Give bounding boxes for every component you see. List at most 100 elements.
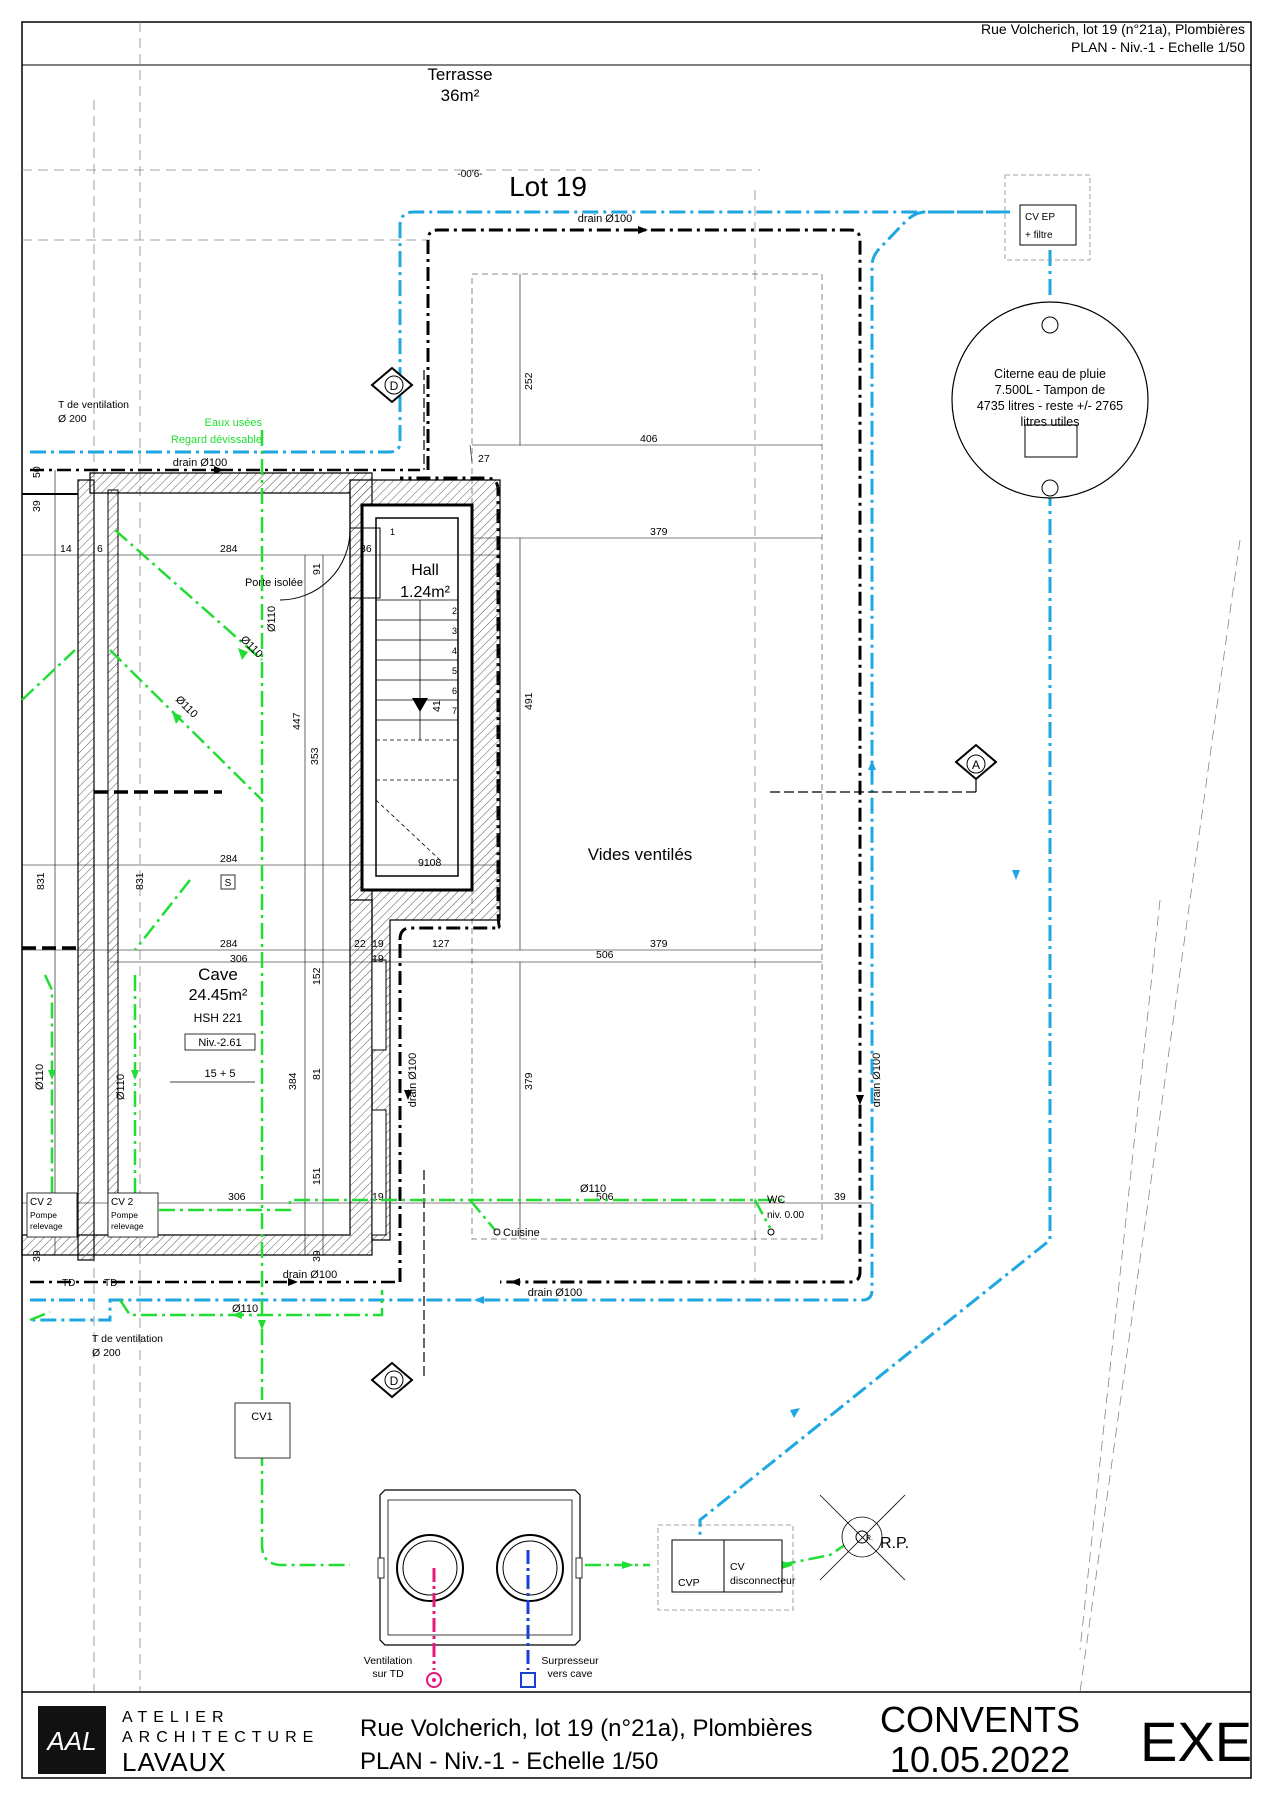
terrace-name: Terrasse — [427, 65, 492, 84]
dim-39-a: 39 — [31, 500, 43, 512]
ventilation-label-2: sur TD — [372, 1668, 404, 1680]
drain-label-bottom-left: drain Ø100 — [283, 1269, 337, 1281]
dim-284-c: 284 — [220, 938, 238, 950]
cv-ep-label: CV EP — [1025, 212, 1055, 223]
s-marker: S — [225, 878, 232, 889]
waste-arrows — [48, 648, 794, 1569]
cv2-right-box — [107, 1192, 159, 1238]
stair-direction-arrow — [412, 698, 428, 712]
ventilation-label-1: Ventilation — [364, 1655, 413, 1667]
project-title: Rue Volcherich, lot 19 (n°21a), Plombièr… — [360, 1712, 813, 1778]
surpresseur-label-1: Surpresseur — [541, 1655, 599, 1667]
cv1-box — [234, 1402, 291, 1459]
stair-step-3: 3 — [452, 626, 457, 636]
stair-step-4: 4 — [452, 646, 457, 656]
client-name: CONVENTS — [880, 1699, 1081, 1740]
dimension-texts: 252 406 27 379 491 284 91 36 353 447 831… — [31, 372, 846, 1262]
dim-491: 491 — [523, 692, 535, 710]
wc-level: niv. 0.00 — [767, 1210, 804, 1221]
cvp-box — [671, 1539, 725, 1593]
cuisine-drain — [493, 1228, 501, 1236]
header-plan-title: PLAN - Niv.-1 - Echelle 1/50 — [1070, 39, 1245, 55]
dim-19-b: 19 — [372, 953, 384, 965]
drain-label-bottom: drain Ø100 — [528, 1287, 582, 1299]
s-marker-box — [220, 874, 236, 890]
dim-39-c: 39 — [311, 1250, 323, 1262]
issue-date: 10.05.2022 — [889, 1739, 1071, 1780]
svg-text:A: A — [972, 758, 980, 772]
cv2-right-relevage: relevage — [111, 1221, 144, 1231]
dim-151: 151 — [311, 1167, 323, 1185]
cv-disc-label-2: disconnecteur — [730, 1575, 796, 1587]
terrace-area: 36m² — [441, 86, 480, 105]
section-marker-d-top: D — [370, 366, 425, 470]
brand-line-2: ARCHITECTURE — [122, 1729, 320, 1746]
cave-level-box — [184, 1033, 256, 1051]
t-vent-top-dia: Ø 200 — [58, 413, 87, 425]
lot-label: Lot 19 — [509, 171, 587, 202]
cistern-line-4: litres utiles — [1020, 415, 1079, 429]
top-dimension: -00'6- — [457, 169, 482, 180]
vides-ventiles-zone — [471, 273, 823, 1240]
wc-drain — [767, 1228, 775, 1236]
header-address: Rue Volcherich, lot 19 (n°21a), Plombièr… — [981, 21, 1245, 37]
cave-walls — [21, 472, 373, 1261]
dim-19-a: 19 — [372, 938, 384, 950]
dim-379-a: 379 — [650, 526, 668, 538]
cv-disc-label-1: CV — [730, 1561, 745, 1573]
cvp-outer — [657, 1524, 794, 1611]
project-line-2: PLAN - Niv.-1 - Echelle 1/50 — [360, 1748, 659, 1775]
black-drain-left — [30, 468, 420, 1284]
t-vent-bottom-dia: Ø 200 — [92, 1347, 121, 1359]
surpresseur-box — [520, 1672, 536, 1688]
dim-353: 353 — [309, 747, 321, 765]
waste-dia-5: Ø110 — [115, 1074, 127, 1100]
cistern-line-1: Citerne eau de pluie — [994, 367, 1106, 381]
rainwater-cistern — [951, 301, 1149, 499]
cv-ep-box — [1004, 174, 1091, 261]
hall-name: Hall — [411, 562, 439, 579]
dim-14-a: 14 — [60, 543, 72, 555]
dim-19-c: 19 — [372, 1191, 384, 1203]
svg-text:D: D — [390, 379, 399, 393]
porte-isolee: Porte isolée — [245, 577, 303, 589]
dim-50: 50 — [31, 466, 43, 478]
sheet-frame — [21, 21, 1252, 1779]
td-right: TD — [104, 1278, 117, 1289]
eaux-usees-label: Eaux usées — [205, 417, 263, 429]
cv2-right-label: CV 2 — [111, 1197, 134, 1208]
waste-dia-7: Ø110 — [232, 1303, 258, 1315]
dim-36: 36 — [360, 543, 372, 555]
logo-text: AAL — [45, 1726, 96, 1756]
dim-27: 27 — [478, 453, 490, 465]
dim-81: 81 — [311, 1068, 323, 1080]
section-marker-d-bottom: D — [370, 1170, 425, 1399]
wc-label: WC — [767, 1194, 785, 1206]
dim-831-a: 831 — [35, 872, 47, 890]
cv2-right-pompe: Pompe — [111, 1210, 138, 1220]
cuisine-label: Cuisine — [503, 1227, 540, 1239]
dim-506-b: 506 — [596, 1191, 614, 1203]
dim-127: 127 — [432, 938, 450, 950]
dim-306-b: 306 — [228, 1191, 246, 1203]
hall-area: 1.24m² — [400, 584, 450, 601]
drain-label-left: drain Ø100 — [173, 457, 227, 469]
td-left: TD — [62, 1278, 75, 1289]
dim-91-a: 91 — [311, 563, 323, 575]
stair-walls — [349, 479, 501, 1241]
dim-306-a: 306 — [230, 953, 248, 965]
cave-hsh: HSH 221 — [194, 1011, 243, 1025]
dim-152: 152 — [311, 967, 323, 985]
waste-dia-4: Ø110 — [34, 1064, 46, 1090]
firm-name: ATELIER ARCHITECTURE LAVAUX — [122, 1708, 319, 1776]
t-vent-bottom: T de ventilation — [92, 1333, 163, 1345]
rp-label: R.P. — [880, 1535, 909, 1552]
stair-step-6: 6 — [452, 686, 457, 696]
treatment-tank — [377, 1489, 583, 1646]
dim-447: 447 — [291, 712, 303, 730]
dim-384: 384 — [287, 1072, 299, 1090]
drain-label-middle: drain Ø100 — [407, 1053, 419, 1107]
cv-ep-filter: + filtre — [1025, 230, 1053, 241]
client-block: CONVENTS 10.05.2022 — [880, 1700, 1080, 1780]
